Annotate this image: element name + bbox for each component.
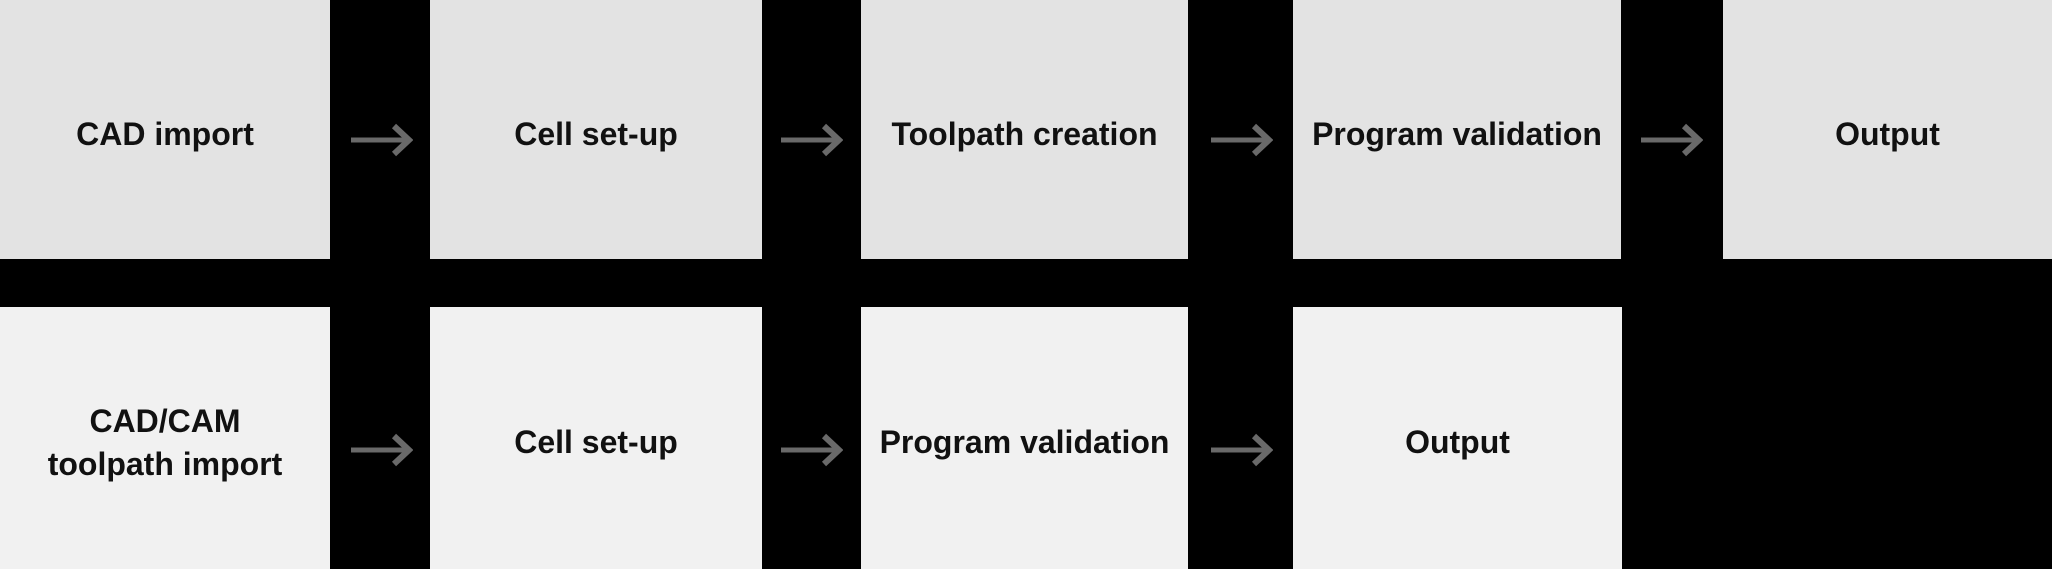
step-output-top: Output [1723, 0, 2052, 259]
right-arrow-icon [781, 433, 843, 467]
right-arrow-icon [1641, 123, 1703, 157]
step-cad-cam-toolpath-import: CAD/CAM toolpath import [0, 307, 330, 569]
step-label: Cell set-up [514, 115, 678, 152]
right-arrow-icon [1211, 433, 1273, 467]
step-program-validation-top: Program validation [1293, 0, 1621, 259]
right-arrow-icon [351, 123, 413, 157]
step-cell-setup-top: Cell set-up [430, 0, 762, 259]
step-cad-import: CAD import [0, 0, 330, 259]
step-label: Program validation [1312, 115, 1602, 152]
step-cell-setup-bottom: Cell set-up [430, 307, 762, 569]
right-arrow-icon [1211, 123, 1273, 157]
right-arrow-icon [351, 433, 413, 467]
step-label: CAD import [76, 115, 254, 152]
step-label: CAD/CAM toolpath import [47, 402, 283, 482]
step-label: Cell set-up [514, 424, 678, 461]
step-program-validation-bottom: Program validation [861, 307, 1188, 569]
step-label: Toolpath creation [891, 115, 1158, 152]
step-output-bottom: Output [1293, 307, 1622, 569]
step-label: Program validation [879, 424, 1170, 461]
step-label: Output [1835, 115, 1940, 152]
step-toolpath-creation: Toolpath creation [861, 0, 1188, 259]
step-label: Output [1405, 424, 1510, 461]
right-arrow-icon [781, 123, 843, 157]
